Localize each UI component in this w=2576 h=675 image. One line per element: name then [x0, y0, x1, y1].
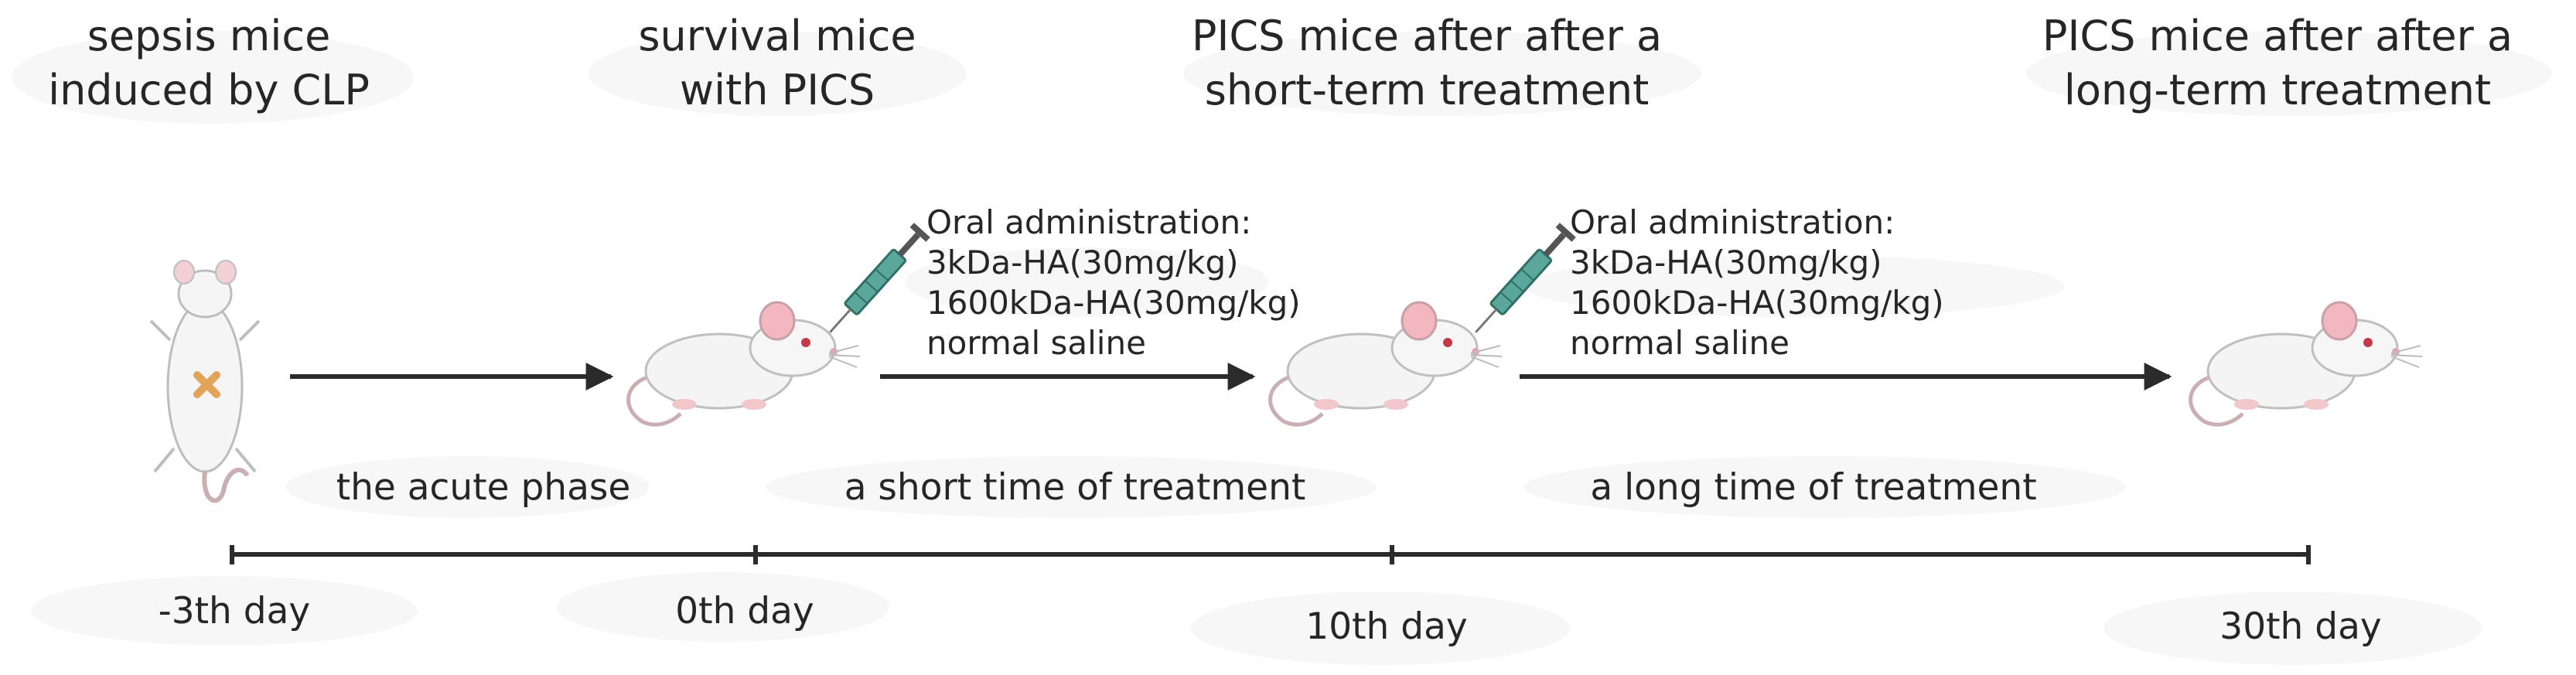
day-label: 0th day [675, 590, 814, 632]
treatment-heading: Oral administration: [1570, 203, 1895, 241]
mouse-icon [629, 302, 860, 424]
treatment-item: normal saline [1570, 324, 1790, 362]
bg-blob [286, 456, 650, 518]
bg-blob [12, 31, 414, 124]
bg-blob [1191, 591, 1570, 665]
bg-blob [1523, 255, 2065, 317]
stage-title: survival mice with PICS [638, 9, 916, 118]
treatment-item: normal saline [926, 324, 1146, 362]
bg-blob [2103, 591, 2482, 665]
bg-blob [766, 456, 1377, 518]
phase-label: the acute phase [336, 466, 631, 509]
treatment-heading: Oral administration: [926, 203, 1252, 241]
bg-blob [588, 31, 967, 116]
day-label: 10th day [1305, 605, 1468, 648]
treatment-block: Oral administration: 3kDa-HA(30mg/kg) 16… [1570, 203, 1944, 363]
phase-label: a short time of treatment [844, 466, 1306, 509]
stage-title-line: PICS mice after after a [2042, 12, 2513, 60]
bg-blob [2026, 31, 2552, 116]
stage-title-line: long-term treatment [2063, 66, 2492, 114]
stage-title: PICS mice after after a short-term treat… [1192, 9, 1662, 118]
stage-title-line: short-term treatment [1204, 66, 1650, 114]
day-label: -3th day [158, 590, 311, 632]
bg-blob [31, 576, 418, 646]
bg-blob [1523, 456, 2127, 518]
mouse-icon [1271, 302, 1502, 424]
stage-title: PICS mice after after a long-term treatm… [2042, 9, 2513, 118]
stage-title-line: with PICS [679, 66, 875, 114]
mouse-supine-icon [149, 260, 261, 503]
treatment-item: 1600kDa-HA(30mg/kg) [926, 284, 1301, 322]
syringe-icon [821, 221, 932, 341]
treatment-item: 3kDa-HA(30mg/kg) [1570, 244, 1882, 281]
bg-blob [905, 247, 1268, 317]
syringe-icon [1466, 221, 1578, 341]
treatment-item: 1600kDa-HA(30mg/kg) [1570, 284, 1944, 322]
stage-title-line: PICS mice after after a [1191, 12, 1663, 60]
stage-title-line: sepsis mice [87, 12, 331, 60]
mouse-icon [2191, 302, 2422, 424]
day-label: 30th day [2219, 605, 2382, 648]
stage-title-line: survival mice [638, 12, 916, 60]
phase-label: a long time of treatment [1590, 466, 2037, 509]
stage-title-line: induced by CLP [48, 66, 370, 114]
bg-blob [557, 572, 889, 642]
bg-blob [1183, 31, 1701, 116]
treatment-block: Oral administration: 3kDa-HA(30mg/kg) 16… [926, 203, 1301, 363]
stage-title: sepsis mice induced by CLP [48, 9, 370, 118]
treatment-item: 3kDa-HA(30mg/kg) [926, 244, 1239, 281]
